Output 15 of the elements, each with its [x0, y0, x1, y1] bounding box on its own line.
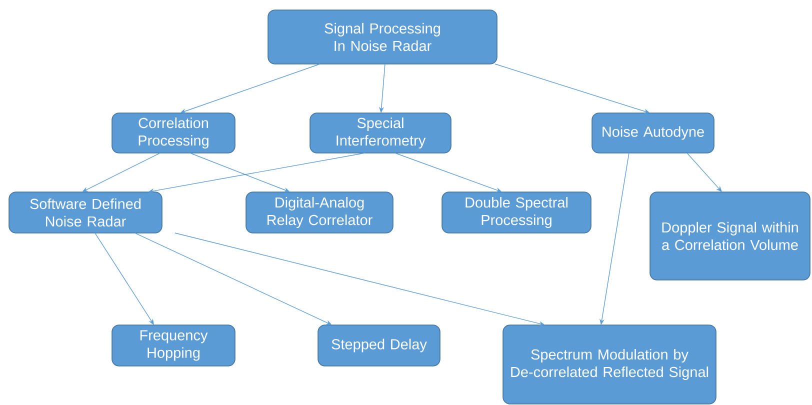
arrow	[686, 152, 722, 192]
process-box: Noise Autodyne	[592, 112, 714, 154]
process-box: Correlation Processing	[112, 112, 236, 154]
process-box: Digital-Analog Relay Correlator	[246, 192, 394, 234]
process-box: Spectrum Modulation by De-correlated Reflected Signal	[502, 324, 716, 404]
process-box: Frequency Hopping	[112, 324, 236, 366]
process-box: Stepped Delay	[318, 324, 440, 366]
process-box: Double Spectral Processing	[442, 192, 592, 234]
process-box: Signal Processing In Noise Radar	[268, 10, 498, 64]
arrow	[94, 232, 154, 325]
process-box: Doppler Signal within a Correlation Volume	[650, 192, 810, 280]
arrow	[134, 232, 332, 325]
process-box: Software Defined Noise Radar	[8, 192, 162, 234]
arrow	[82, 152, 160, 192]
process-box: Special Interferometry	[310, 112, 452, 154]
